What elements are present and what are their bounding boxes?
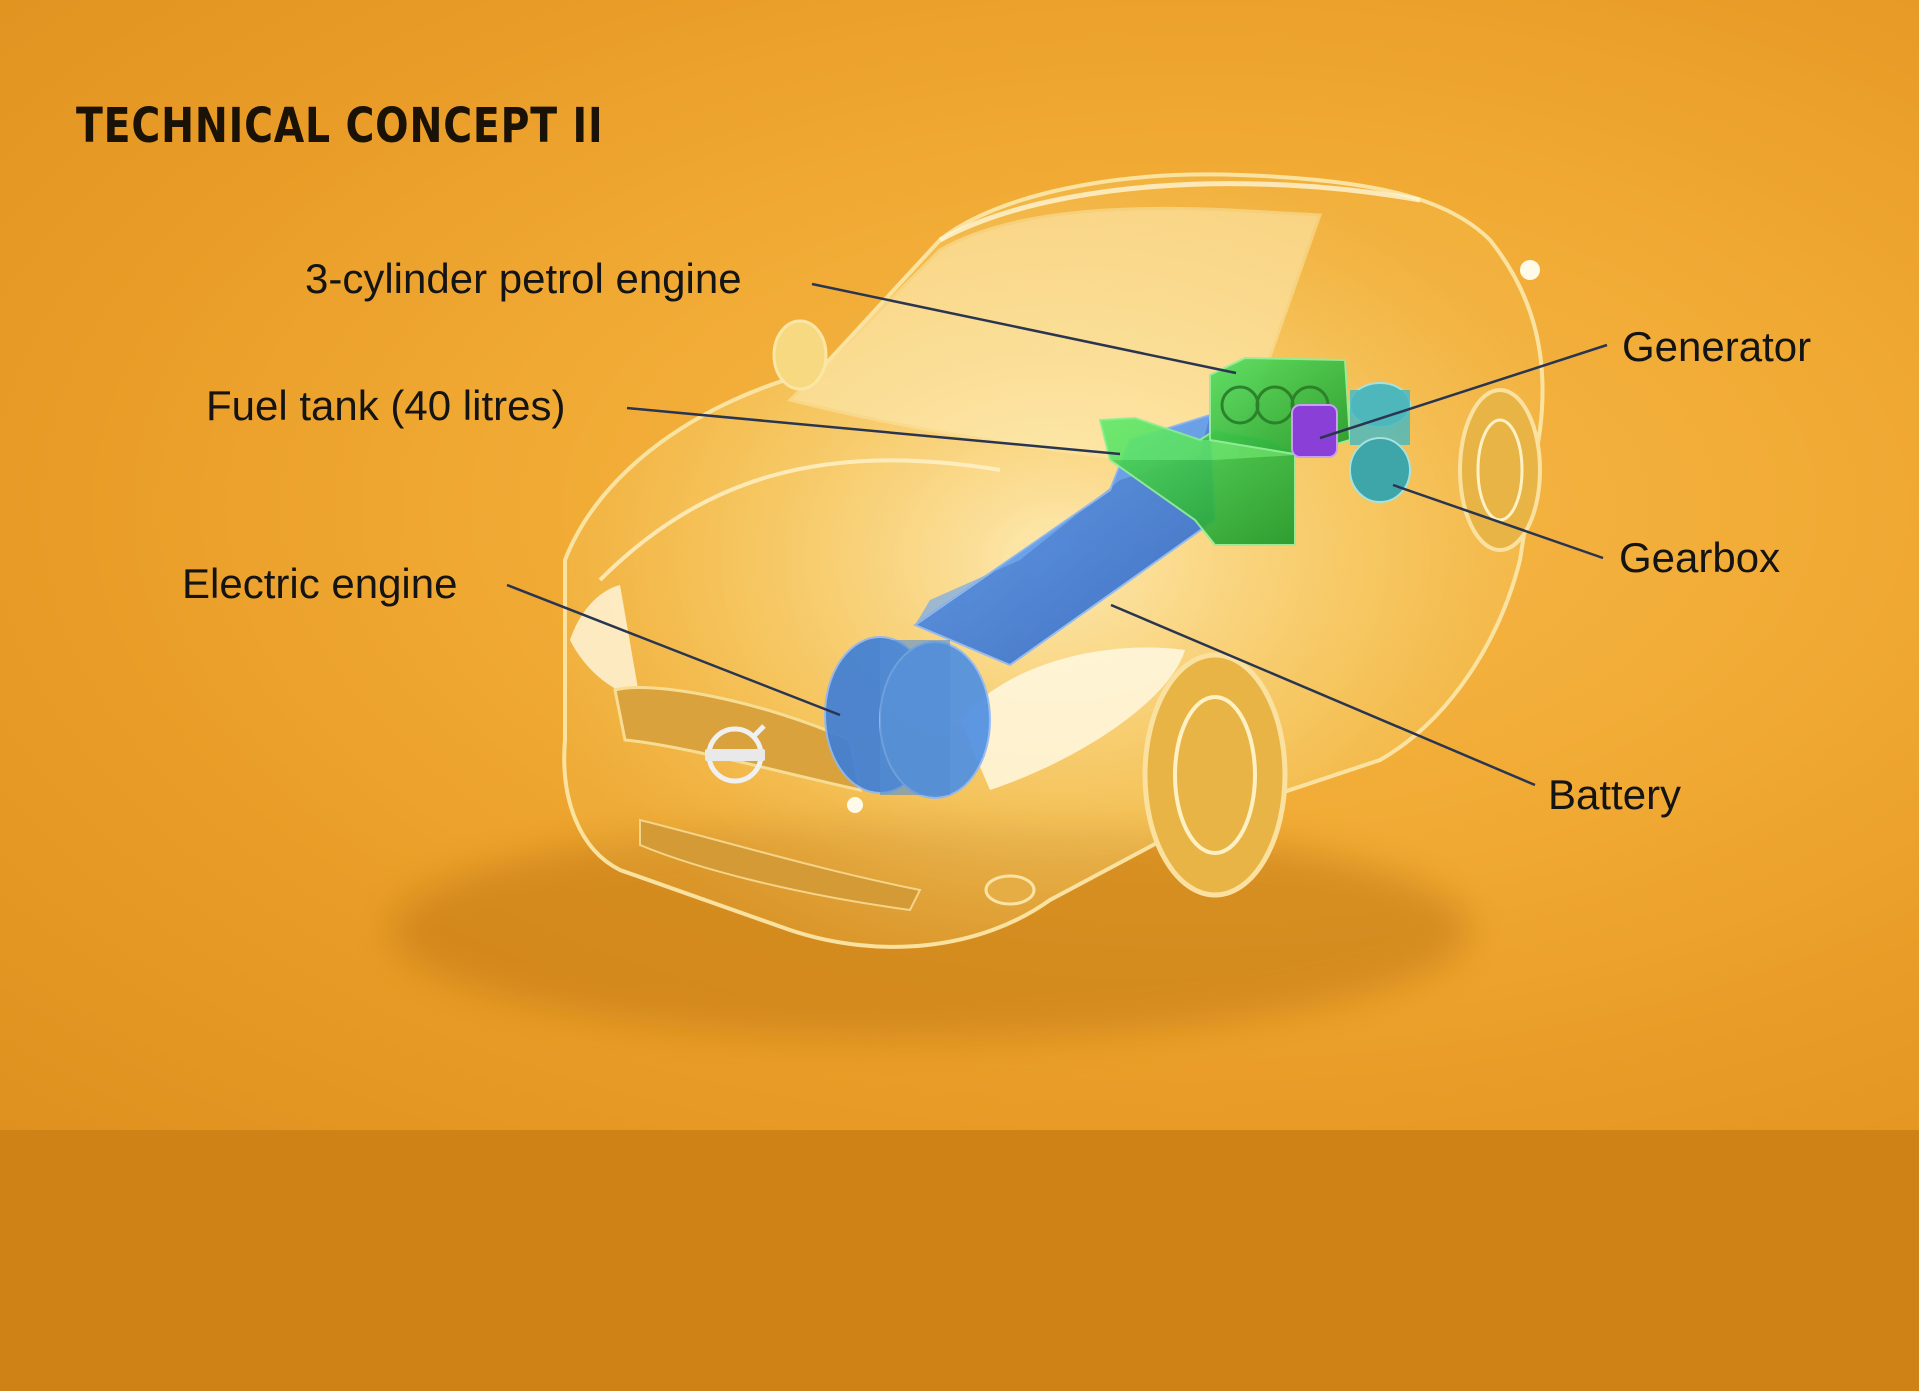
leader-line-gearbox <box>1392 483 1604 560</box>
headlight-left <box>570 585 640 700</box>
lower-intake <box>639 818 922 912</box>
label-petrol-engine: 3-cylinder petrol engine <box>305 255 742 302</box>
label-gearbox: Gearbox <box>1619 534 1781 581</box>
leader-line-generator <box>1319 343 1608 440</box>
grille <box>613 685 862 792</box>
gearbox-component <box>1349 382 1411 503</box>
lower-band <box>0 1130 1919 1391</box>
headlight-right <box>960 647 1185 790</box>
rear-wheel <box>1458 388 1542 552</box>
car-diagram <box>390 172 1608 1040</box>
label-generator: Generator <box>1622 323 1812 370</box>
leader-line-petrol-engine <box>811 282 1237 375</box>
leader-line-electric-engine <box>506 583 841 717</box>
side-mirror <box>772 319 828 391</box>
car-badge-icon <box>705 724 766 784</box>
leader-lines <box>506 282 1608 787</box>
leader-line-battery <box>1110 603 1536 787</box>
light-flare <box>1520 260 1540 280</box>
leader-line-fuel-tank <box>626 406 1121 456</box>
front-wheel <box>1142 652 1288 898</box>
label-fuel-tank: Fuel tank (40 litres) <box>206 382 566 429</box>
label-electric-engine: Electric engine <box>182 560 458 607</box>
electric-engine-component <box>824 636 991 799</box>
label-battery: Battery <box>1548 771 1682 818</box>
generator-component <box>1291 404 1338 458</box>
slide-title: TECHNICAL CONCEPT II <box>76 98 604 154</box>
light-flare <box>847 797 863 813</box>
fog-lamp <box>984 874 1036 906</box>
roof-rail <box>938 181 1421 243</box>
hood-line <box>598 458 1001 582</box>
